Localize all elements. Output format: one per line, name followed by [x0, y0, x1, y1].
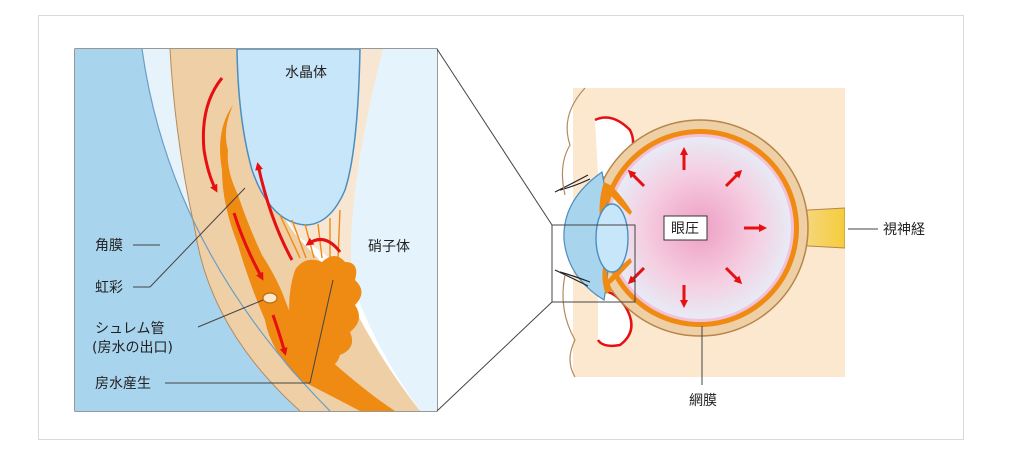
ciliary-body-shape	[289, 256, 362, 368]
pressure-arrow-upleft	[627, 169, 646, 188]
vitreous-shape	[350, 49, 437, 411]
aqueous-flow-arrows	[201, 77, 342, 356]
zoom-panel	[74, 48, 438, 412]
schlemm-canal-shape	[262, 292, 278, 304]
vitreous-label: 硝子体	[368, 239, 410, 255]
figure-frame	[38, 15, 964, 440]
zonule-fibers	[279, 209, 341, 259]
flow-arrow-2	[255, 162, 294, 261]
iop-label: 眼圧	[671, 221, 699, 237]
lens-shape-overview	[595, 203, 629, 273]
flow-arrow-1	[201, 77, 224, 193]
retina-label: 網膜	[689, 393, 717, 409]
iop-label-box	[663, 215, 708, 241]
pressure-arrow-downleft	[627, 266, 646, 285]
pressure-arrow-downright	[724, 266, 743, 285]
iris-label: 虹彩	[95, 280, 123, 296]
zoom-indicator-box	[551, 224, 636, 303]
cornea-shape	[75, 49, 330, 411]
zoom-connector-top	[436, 48, 553, 226]
optic-nerve-label: 視神経	[883, 222, 925, 238]
leader-lines	[133, 187, 878, 385]
zoom-connector-bottom	[436, 301, 553, 412]
pressure-arrows	[627, 147, 767, 308]
lens-label: 水晶体	[285, 65, 327, 81]
schlemm-canal-sublabel: (房水の出口)	[92, 340, 173, 356]
aqueous-production-label: 房水産生	[95, 376, 151, 392]
flow-arrow-3	[232, 212, 264, 281]
flow-arrow-5	[305, 237, 342, 253]
pressure-arrow-upright	[724, 169, 743, 188]
cornea-label: 角膜	[95, 238, 123, 254]
eye-overview: 眼圧	[554, 87, 845, 378]
schlemm-canal-label: シュレム管	[95, 321, 164, 337]
flow-arrow-4	[271, 314, 288, 356]
